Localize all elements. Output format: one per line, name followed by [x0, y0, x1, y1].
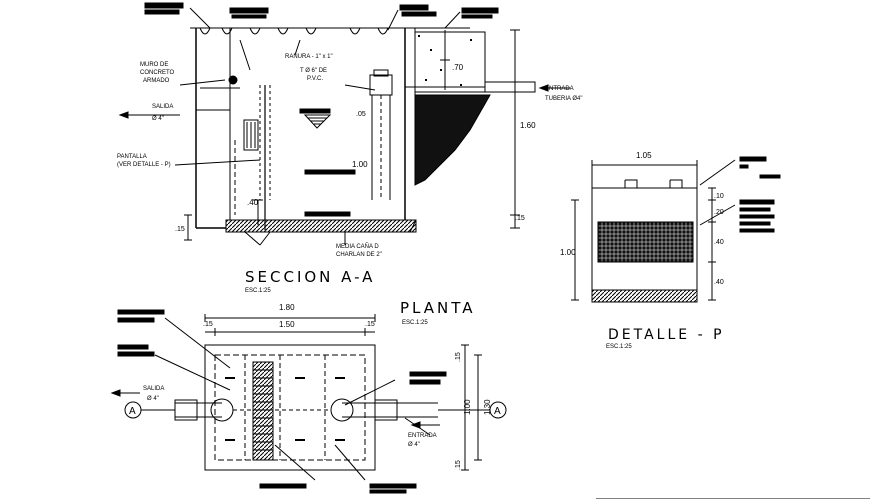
dim-160: 1.60: [520, 121, 536, 130]
section-marker-right: A: [494, 406, 501, 417]
section-entrada-label: ENTRADA: [545, 86, 574, 92]
ranura-label: RANURA - 1" x 1": [285, 54, 333, 60]
plan-salida-label: SALIDA: [143, 386, 164, 392]
detail-texts: 1.05 1.00 .10 .20 .40 .40 DETALLE - P ES…: [560, 151, 725, 350]
dim-100-section: 1.00: [352, 160, 368, 169]
plan-view: [110, 309, 507, 494]
plan-texts: PLANTA ESC.1:25 1.80 1.50 .15 .15 1.30 1…: [129, 299, 501, 470]
detail-dim-100: 1.00: [560, 248, 576, 257]
detail-dim-40-b: .40: [714, 279, 724, 286]
plan-dim-15-c: .15: [455, 352, 462, 362]
plan-dim-100: 1.00: [463, 399, 472, 415]
plan-dim-130: 1.30: [483, 399, 492, 415]
detail-dim-40-a: .40: [714, 239, 724, 246]
tee-label-2: P.V.C.: [307, 76, 323, 82]
muro-label-3: ARMADO: [143, 78, 170, 84]
note-block: [144, 9, 180, 15]
note-block: [229, 7, 269, 14]
tee-label-1: T Ø 6" DE: [300, 68, 327, 74]
plan-dim-150: 1.50: [279, 320, 295, 329]
detail-scale: ESC.1:25: [606, 344, 632, 350]
plan-dim-15-d: .15: [455, 460, 462, 470]
dim-15-left: .15: [175, 226, 185, 233]
section-marker-left: A: [129, 406, 136, 417]
muro-label-2: CONCRETO: [140, 70, 175, 76]
media-cana-label-1: MEDIA CAÑA D: [336, 243, 379, 250]
detail-dim-10: .10: [714, 193, 724, 200]
note-block: [231, 14, 267, 19]
pantalla-label-2: (VER DETALLE - P): [117, 162, 171, 168]
dim-40-section: .40: [247, 198, 259, 207]
section-a-a: [118, 2, 570, 246]
muro-label-1: MURO DE: [140, 62, 168, 68]
note-block: [399, 4, 429, 11]
plan-title: PLANTA: [400, 299, 476, 317]
section-salida-dia: Ø 4": [152, 116, 164, 122]
plan-entrada-label: ENTRADA: [408, 433, 437, 439]
plan-salida-dia: Ø 4": [147, 396, 159, 402]
pantalla-label-1: PANTALLA: [117, 154, 147, 160]
plan-dim-15-a: .15: [203, 321, 213, 328]
section-scale: ESC.1:25: [245, 288, 271, 294]
note-block: [461, 14, 493, 19]
detail-dim-20: .20: [714, 209, 724, 216]
detail-p: [571, 156, 781, 303]
detail-title: DETALLE - P: [608, 327, 725, 343]
dim-15-right: .15: [515, 215, 525, 222]
note-block: [401, 11, 437, 17]
section-title: SECCION A-A: [245, 268, 375, 286]
dim-05: .05: [356, 111, 366, 118]
plan-dim-15-b: .15: [365, 321, 375, 328]
note-block: [461, 7, 499, 14]
detail-dim-105: 1.05: [636, 151, 652, 160]
plan-dim-180: 1.80: [279, 303, 295, 312]
section-entrada-pipe: TUBERIA Ø4": [545, 96, 582, 102]
dim-70: .70: [452, 63, 464, 72]
section-salida-label: SALIDA: [152, 104, 173, 110]
note-block: [144, 2, 184, 9]
media-cana-label-2: CHARLAN DE 2": [336, 252, 382, 258]
plan-scale: ESC.1:25: [402, 320, 428, 326]
section-texts: MURO DE CONCRETO ARMADO SALIDA Ø 4" ENTR…: [117, 54, 582, 294]
plan-entrada-dia: Ø 4": [408, 442, 420, 448]
